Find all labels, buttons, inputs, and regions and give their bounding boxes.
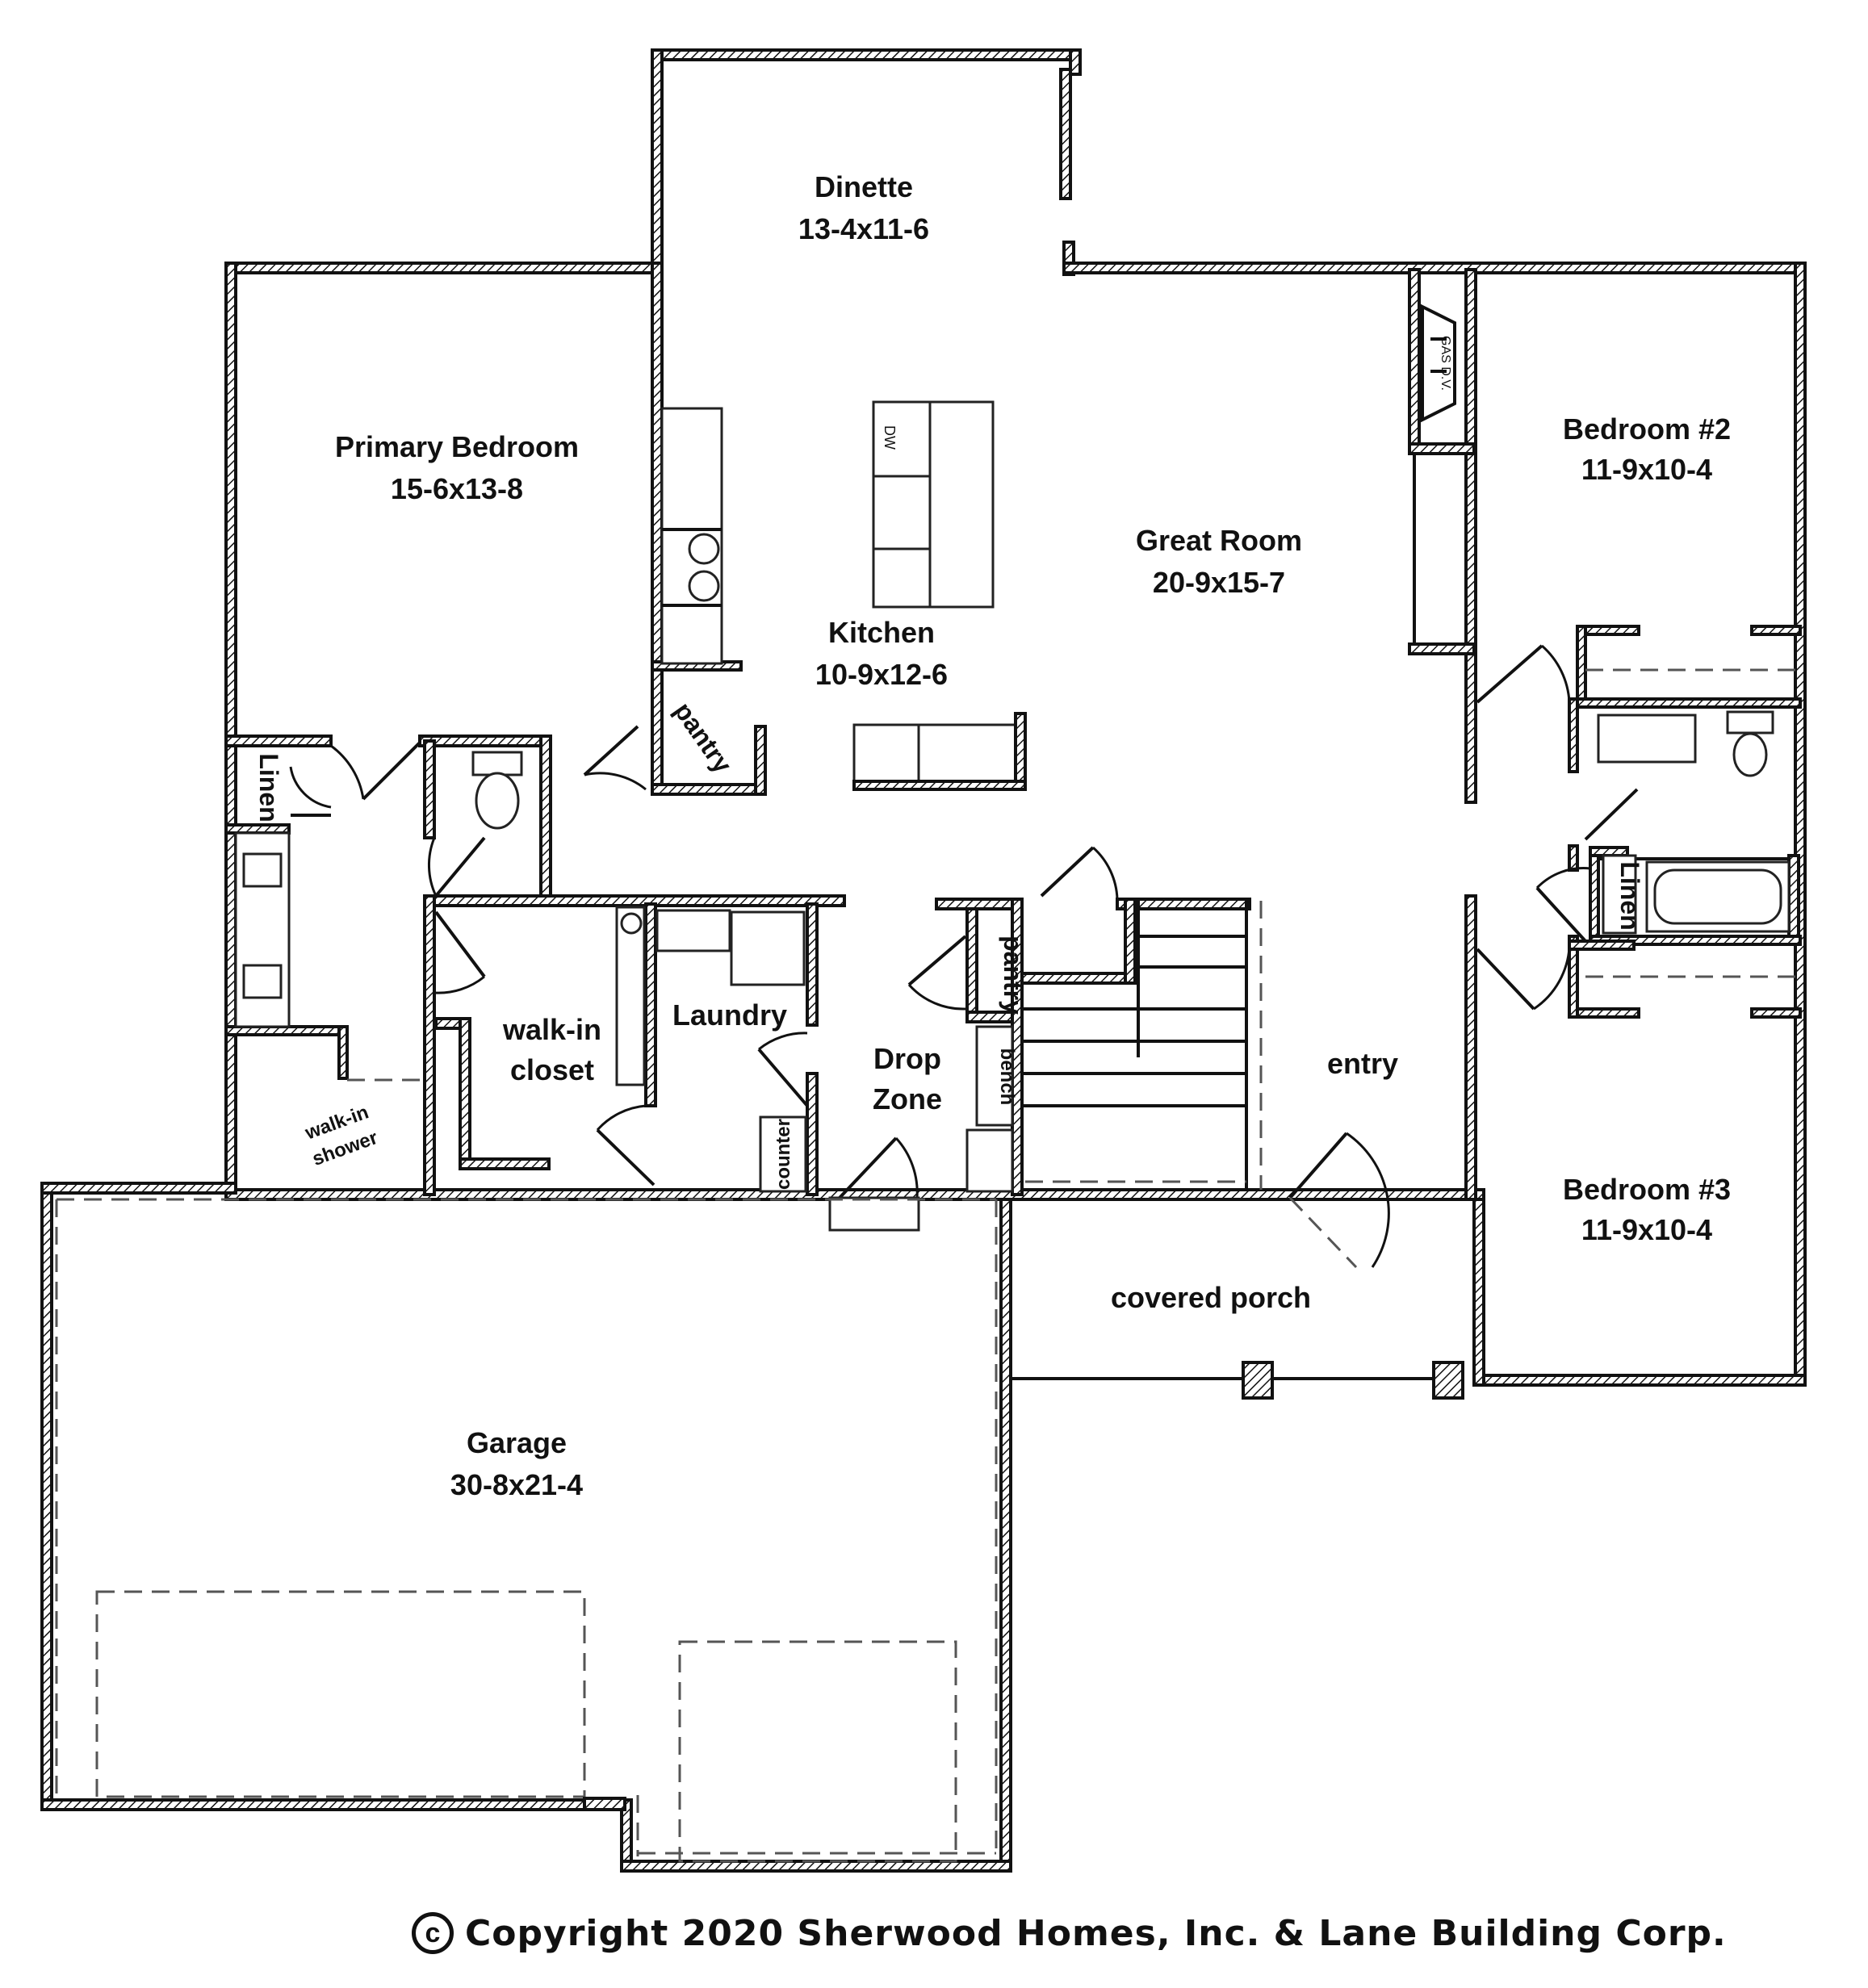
doors bbox=[289, 644, 1639, 1269]
bedroom3-name: Bedroom #3 bbox=[1563, 1173, 1731, 1206]
bench-label: bench bbox=[996, 1048, 1018, 1106]
garage-dims: 30-8x21-4 bbox=[450, 1468, 583, 1501]
primary-bedroom-dims: 15-6x13-8 bbox=[391, 472, 523, 505]
laundry-label: Laundry bbox=[672, 998, 787, 1032]
copyright-text: Copyright 2020 Sherwood Homes, Inc. & La… bbox=[465, 1912, 1727, 1954]
primary-bedroom-name: Primary Bedroom bbox=[335, 430, 579, 463]
kitchen-dims: 10-9x12-6 bbox=[815, 658, 948, 691]
entry-label: entry bbox=[1327, 1047, 1398, 1080]
copyright-icon: c bbox=[412, 1912, 454, 1954]
dinette-dims: 13-4x11-6 bbox=[798, 212, 929, 245]
staircase bbox=[1022, 901, 1263, 1190]
drop-zone-line1: Drop bbox=[873, 1042, 941, 1075]
walkin-closet-line2: closet bbox=[510, 1053, 594, 1086]
kitchen-name: Kitchen bbox=[828, 616, 935, 649]
bedroom2-name: Bedroom #2 bbox=[1563, 412, 1731, 446]
exterior-walls bbox=[40, 48, 1807, 1873]
bedroom3-dims: 11-9x10-4 bbox=[1581, 1213, 1712, 1246]
linen-bath-label: Linen bbox=[1615, 861, 1644, 930]
room-labels: Dinette 13-4x11-6 Primary Bedroom 15-6x1… bbox=[254, 170, 1731, 1501]
dw-label: DW bbox=[882, 425, 898, 450]
copyright-notice: c Copyright 2020 Sherwood Homes, Inc. & … bbox=[412, 1905, 1727, 1961]
pantry-kitchen-label: pantry bbox=[668, 697, 738, 778]
great-room-name: Great Room bbox=[1136, 524, 1302, 557]
walkin-closet-line1: walk-in bbox=[502, 1013, 601, 1046]
fixtures bbox=[234, 303, 1791, 1193]
dinette-name: Dinette bbox=[815, 170, 913, 203]
garage-name: Garage bbox=[467, 1426, 567, 1459]
linen-primary-label: Linen bbox=[254, 753, 283, 822]
garage-details bbox=[55, 1198, 998, 1863]
pantry-drop-label: pantry bbox=[999, 935, 1028, 1015]
interior-walls bbox=[224, 262, 1802, 1201]
gas-fireplace-label: GAS D.V. bbox=[1439, 336, 1452, 391]
great-room-dims: 20-9x15-7 bbox=[1153, 566, 1285, 599]
drop-zone-line2: Zone bbox=[873, 1082, 942, 1115]
covered-porch-label: covered porch bbox=[1111, 1281, 1311, 1314]
counter-label: counter bbox=[773, 1119, 794, 1190]
bedroom2-dims: 11-9x10-4 bbox=[1581, 453, 1712, 486]
